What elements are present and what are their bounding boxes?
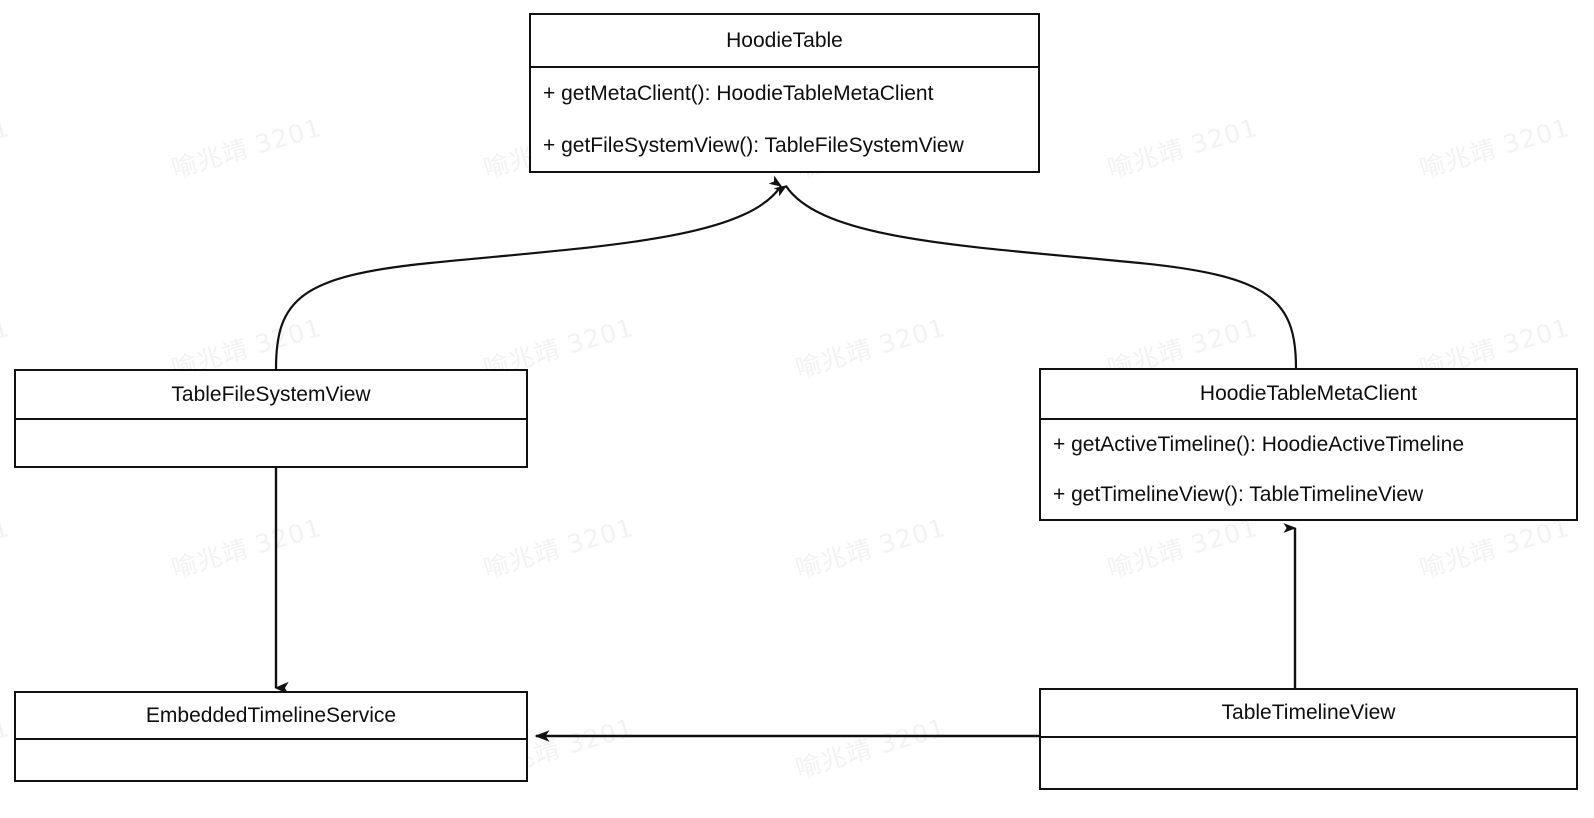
class-name-hoodie-table: HoodieTable (531, 15, 1038, 68)
class-box-hoodie-table[interactable]: HoodieTable + getMetaClient(): HoodieTab… (529, 13, 1040, 173)
class-name-table-file-system-view: TableFileSystemView (16, 371, 526, 420)
watermark-text: 喻兆靖 3201 (0, 512, 14, 583)
class-name-hoodie-table-meta-client: HoodieTableMetaClient (1041, 370, 1576, 420)
class-title-text: TableTimelineView (1221, 701, 1396, 724)
class-title-text: EmbeddedTimelineService (145, 703, 397, 727)
class-name-embedded-timeline-service: EmbeddedTimelineService (16, 693, 526, 740)
class-member: + getMetaClient(): HoodieTableMetaClient (543, 82, 934, 106)
class-box-table-file-system-view[interactable]: TableFileSystemView (14, 369, 528, 468)
class-box-embedded-timeline-service[interactable]: EmbeddedTimelineService (14, 691, 528, 782)
class-members-embedded-timeline-service (16, 740, 526, 780)
class-members-hoodie-table: + getMetaClient(): HoodieTableMetaClient… (531, 68, 1038, 171)
class-member: + getTimelineView(): TableTimelineView (1053, 482, 1424, 506)
watermark-text: 喻兆靖 3201 (0, 312, 14, 383)
watermark-text: 喻兆靖 3201 (0, 712, 14, 783)
class-members-table-timeline-view (1041, 738, 1576, 788)
watermark-text: 喻兆靖 3201 (168, 112, 326, 184)
class-members-hoodie-table-meta-client: + getActiveTimeline(): HoodieActiveTimel… (1041, 420, 1576, 519)
watermark-text: 喻兆靖 3201 (1104, 112, 1262, 184)
watermark-text: 喻兆靖 3201 (792, 512, 950, 584)
watermark-text: 喻兆靖 3201 (792, 712, 950, 784)
watermark-text: 喻兆靖 3201 (480, 512, 638, 584)
class-title-text: HoodieTable (726, 28, 843, 52)
class-box-hoodie-table-meta-client[interactable]: HoodieTableMetaClient + getActiveTimelin… (1039, 368, 1578, 521)
watermark-text: 喻兆靖 3201 (792, 312, 950, 384)
class-member: + getActiveTimeline(): HoodieActiveTimel… (1053, 433, 1465, 457)
watermark-text: 喻兆靖 3201 (1416, 112, 1574, 184)
class-box-table-timeline-view[interactable]: TableTimelineView (1039, 688, 1578, 790)
class-member: + getFileSystemView(): TableFileSystemVi… (543, 133, 964, 157)
watermark-text: 喻兆靖 3201 (0, 112, 14, 183)
class-title-text: TableFileSystemView (171, 382, 371, 406)
watermark-text: 喻兆靖 3201 (168, 512, 326, 584)
edge-metaclient-to-hoodietable (773, 185, 1298, 369)
edge-fsv-to-hoodietable (274, 175, 783, 370)
class-title-text: HoodieTableMetaClient (1199, 382, 1418, 405)
class-members-table-file-system-view (16, 420, 526, 466)
class-name-table-timeline-view: TableTimelineView (1041, 690, 1576, 738)
